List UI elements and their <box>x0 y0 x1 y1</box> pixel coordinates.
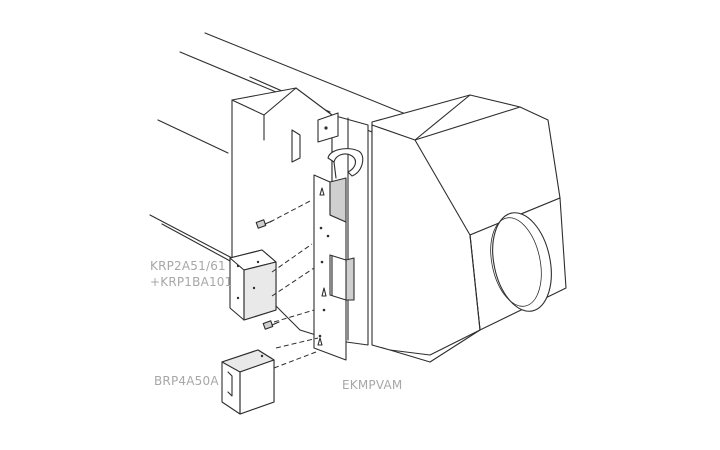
brp-control-box <box>221 349 275 415</box>
label-krp1ba101: +KRP1BA101 <box>150 275 233 289</box>
mounting-plate-ekmpvam <box>313 174 355 361</box>
label-brp4a50a: BRP4A50A <box>154 374 219 388</box>
hook-loop <box>327 148 364 179</box>
screw-upper <box>255 219 273 229</box>
label-krp2a51-61: KRP2A51/61 <box>150 259 226 273</box>
top-bracket <box>317 112 339 143</box>
screw-lower <box>262 320 280 330</box>
label-ekmpvam: EKMPVAM <box>342 378 403 392</box>
fan-housing <box>371 94 567 363</box>
assembly-guide-lines <box>269 199 319 369</box>
krp-control-box <box>229 249 277 321</box>
